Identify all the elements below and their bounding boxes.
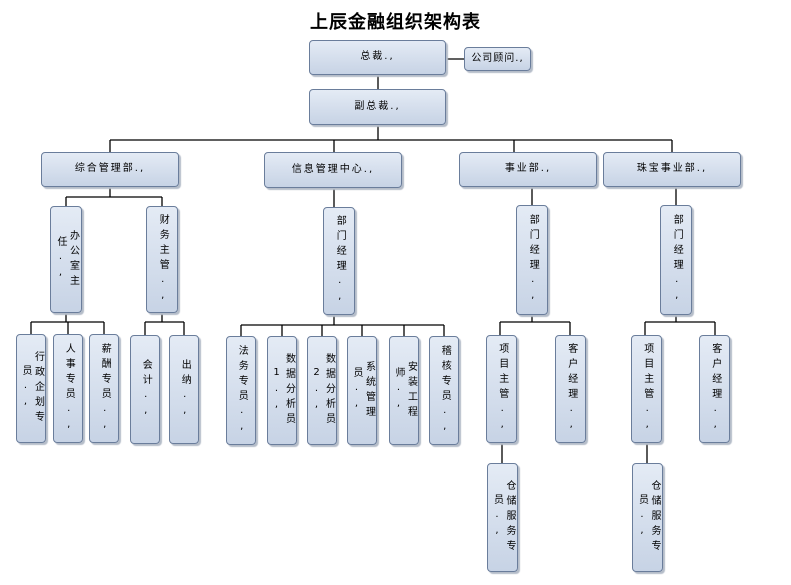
page-title: 上辰金融组织架构表 (310, 12, 481, 33)
node-install-engineer: 安装工程师., (389, 336, 419, 445)
node-company-advisor: 公司顾问., (464, 47, 531, 71)
node-vice-president: 副总裁., (309, 89, 446, 125)
node-jewelry-dept: 珠宝事业部., (603, 152, 741, 187)
node-accountant: 会计., (130, 335, 160, 444)
node-admin-dept: 综合管理部., (41, 152, 179, 187)
node-biz-storage-specialist: 仓储服务专员., (487, 463, 518, 572)
node-jewel-project-supervisor: 项目主管., (631, 335, 662, 443)
node-biz-client-manager: 客户经理., (555, 335, 586, 443)
node-jewelry-dept-manager: 部门经理., (660, 205, 692, 315)
node-system-admin: 系统管理员., (347, 336, 377, 445)
node-hr-specialist: 人事专员., (53, 334, 83, 443)
node-info-center: 信息管理中心., (264, 152, 402, 188)
node-business-dept-manager: 部门经理., (516, 205, 548, 315)
node-biz-project-supervisor: 项目主管., (486, 335, 517, 443)
node-office-director: 办公室主任., (50, 206, 82, 313)
node-finance-manager: 财务主管., (146, 206, 178, 313)
node-info-dept-manager: 部门经理., (323, 207, 355, 315)
node-ceo: 总裁., (309, 40, 446, 75)
node-legal-specialist: 法务专员., (226, 336, 256, 445)
node-cashier: 出纳., (169, 335, 199, 444)
node-admin-planner: 行政企划专员., (16, 334, 46, 443)
node-data-analyst-2: 数据分析员2., (307, 336, 337, 445)
node-jewel-storage-specialist: 仓储服务专员., (632, 463, 663, 572)
node-business-dept: 事业部., (459, 152, 597, 187)
node-payroll-specialist: 薪酬专员., (89, 334, 119, 443)
node-audit-specialist: 稽核专员., (429, 336, 459, 445)
node-data-analyst-1: 数据分析员1., (267, 336, 297, 445)
node-jewel-client-manager: 客户经理., (699, 335, 730, 443)
